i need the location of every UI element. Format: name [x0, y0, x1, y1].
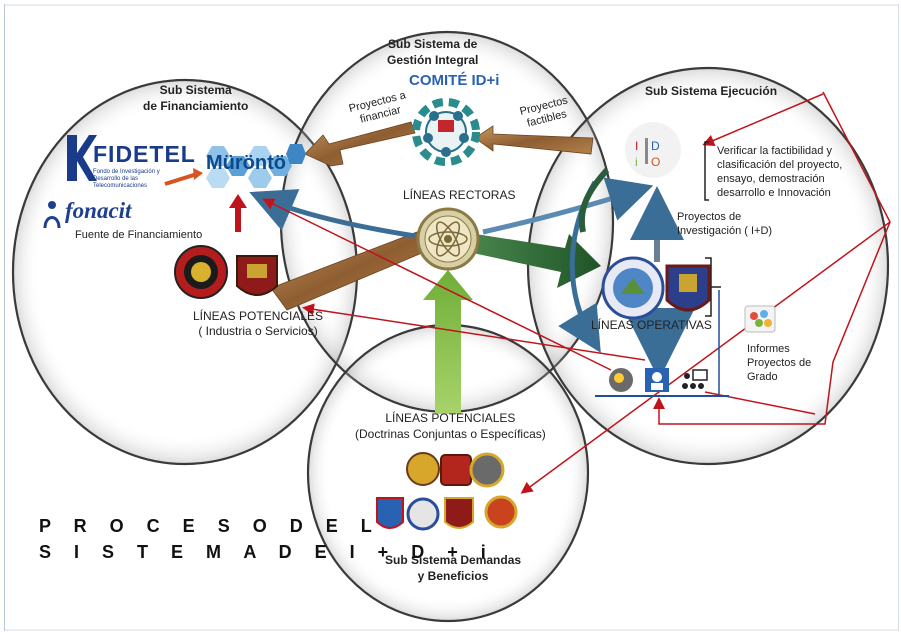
emblem-bottom-row2 [376, 495, 518, 531]
label-lineas-operativas: LÍNEAS OPERATIVAS [591, 318, 712, 332]
emblem-bottom-row1 [406, 452, 505, 488]
label-lineas-potenciales-left: LÍNEAS POTENCIALES ( Industria o Servici… [193, 309, 324, 338]
diagram-canvas: I D i O [11, 30, 891, 623]
fidetel-mark-icon [67, 135, 97, 181]
label-proyectos-investigacion: Proyectos de Investigación ( I+D) [677, 211, 773, 237]
label-demandas: Sub Sistema Demandas y Beneficios [385, 553, 522, 583]
svg-text:I: I [635, 139, 638, 153]
lineas-rectoras-emblem [416, 207, 480, 271]
icon-informes [744, 305, 776, 333]
red-line-to-lineas-potenciales [302, 303, 646, 361]
label-lineas-rectoras: LÍNEAS RECTORAS [403, 188, 516, 202]
fonacit-mark-icon [43, 201, 61, 229]
red-line-to-muronto [262, 198, 612, 371]
label-informes: Informes Proyectos de Grado [747, 343, 812, 383]
orange-arrow-fidetel [164, 172, 198, 186]
muronto-logo: Müröntö [200, 148, 306, 192]
bracket-verificar [704, 141, 709, 201]
red-line-to-verificar [702, 93, 824, 147]
emblem-operativas-1 [601, 256, 665, 320]
label-financiamiento: Sub Sistema de Financiamiento [143, 83, 249, 113]
blue-arrow-to-muronto [249, 189, 416, 239]
label-comite: COMITÉ ID+i [409, 72, 500, 89]
fidetel-logo-text: FIDETEL [93, 141, 196, 167]
fidetel-logo-subtext: Fondo de Investigación y Desarrollo de l… [93, 169, 160, 189]
label-verificar: Verificar la factibilidad y clasificació… [717, 145, 843, 199]
dark-green-curve [578, 167, 610, 233]
id-mark-icon: I D i O [625, 122, 681, 178]
page-title: P R O C E S O D E L S I S T E M A D E I … [39, 516, 495, 562]
red-connectors [262, 91, 891, 494]
comite-gear-icon [412, 98, 480, 166]
dark-green-arrow [459, 232, 601, 288]
diagram-frame: I D i O [4, 4, 899, 631]
fonacit-logo: fonacit [39, 198, 175, 233]
bottom-border [5, 629, 898, 631]
red-line-to-demandas [520, 221, 891, 494]
muronto-logo-text: Müröntö [206, 152, 286, 174]
blue-arrow-to-ejecucion [482, 177, 654, 235]
muronto-hex-pattern [206, 144, 306, 188]
emblem-shield-red [236, 255, 278, 296]
label-ejecucion: Sub Sistema Ejecución [645, 84, 778, 98]
fonacit-logo-text: fonacit [65, 198, 132, 223]
svg-text:O: O [651, 155, 660, 169]
icon-head-gears [609, 368, 633, 392]
svg-text:D: D [651, 139, 660, 153]
emblem-red-round [174, 245, 228, 299]
emblem-operativas-2 [665, 264, 711, 312]
icon-audience [682, 369, 708, 389]
red-line-outer-right [653, 91, 891, 425]
top-border [5, 4, 898, 6]
label-gestion: Sub Sistema de Gestión Integral [387, 37, 479, 67]
wood-arrow-factibles [474, 125, 594, 155]
fidetel-logo: FIDETEL Fondo de Investigación y Desarro… [67, 135, 195, 193]
icon-presenter [645, 368, 669, 392]
label-lineas-potenciales-bottom: LÍNEAS POTENCIALES (Doctrinas Conjuntas … [355, 411, 546, 441]
green-up-arrow [423, 270, 473, 414]
svg-text:i: i [635, 155, 638, 169]
label-fuente-financiamiento: Fuente de Financiamiento [75, 229, 203, 241]
red-up-arrow-fuente [229, 194, 247, 232]
